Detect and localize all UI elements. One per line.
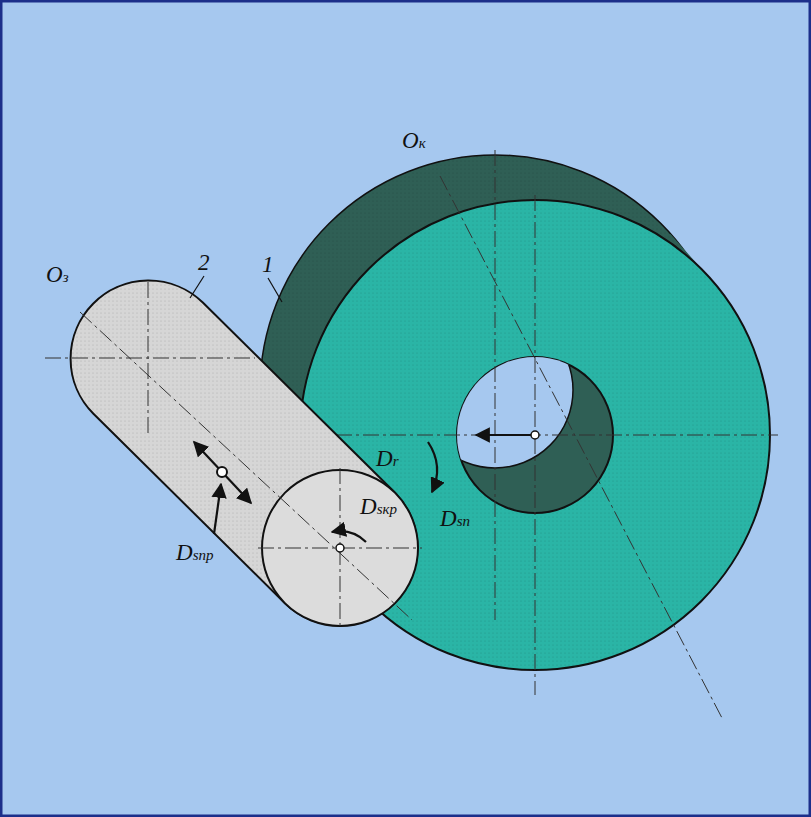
wheel-center-lines [45, 282, 422, 630]
part-label: Oк [402, 128, 426, 153]
center-lines [282, 150, 778, 718]
part-label: Dsкр [360, 494, 397, 519]
part-label: Dr [376, 446, 398, 471]
part-label: 1 [262, 252, 274, 277]
part-label: Oз [46, 262, 68, 287]
part-label: 2 [198, 250, 210, 275]
grinding-wheel [71, 281, 418, 626]
leader-lines [190, 276, 282, 302]
workpiece-ring [260, 155, 770, 670]
motion-arrows [194, 435, 535, 542]
part-label: Dsпр [176, 540, 213, 565]
center-dot [531, 431, 539, 439]
part-label: Dsп [440, 506, 470, 531]
center-dot [217, 467, 227, 477]
center-dot [336, 544, 344, 552]
